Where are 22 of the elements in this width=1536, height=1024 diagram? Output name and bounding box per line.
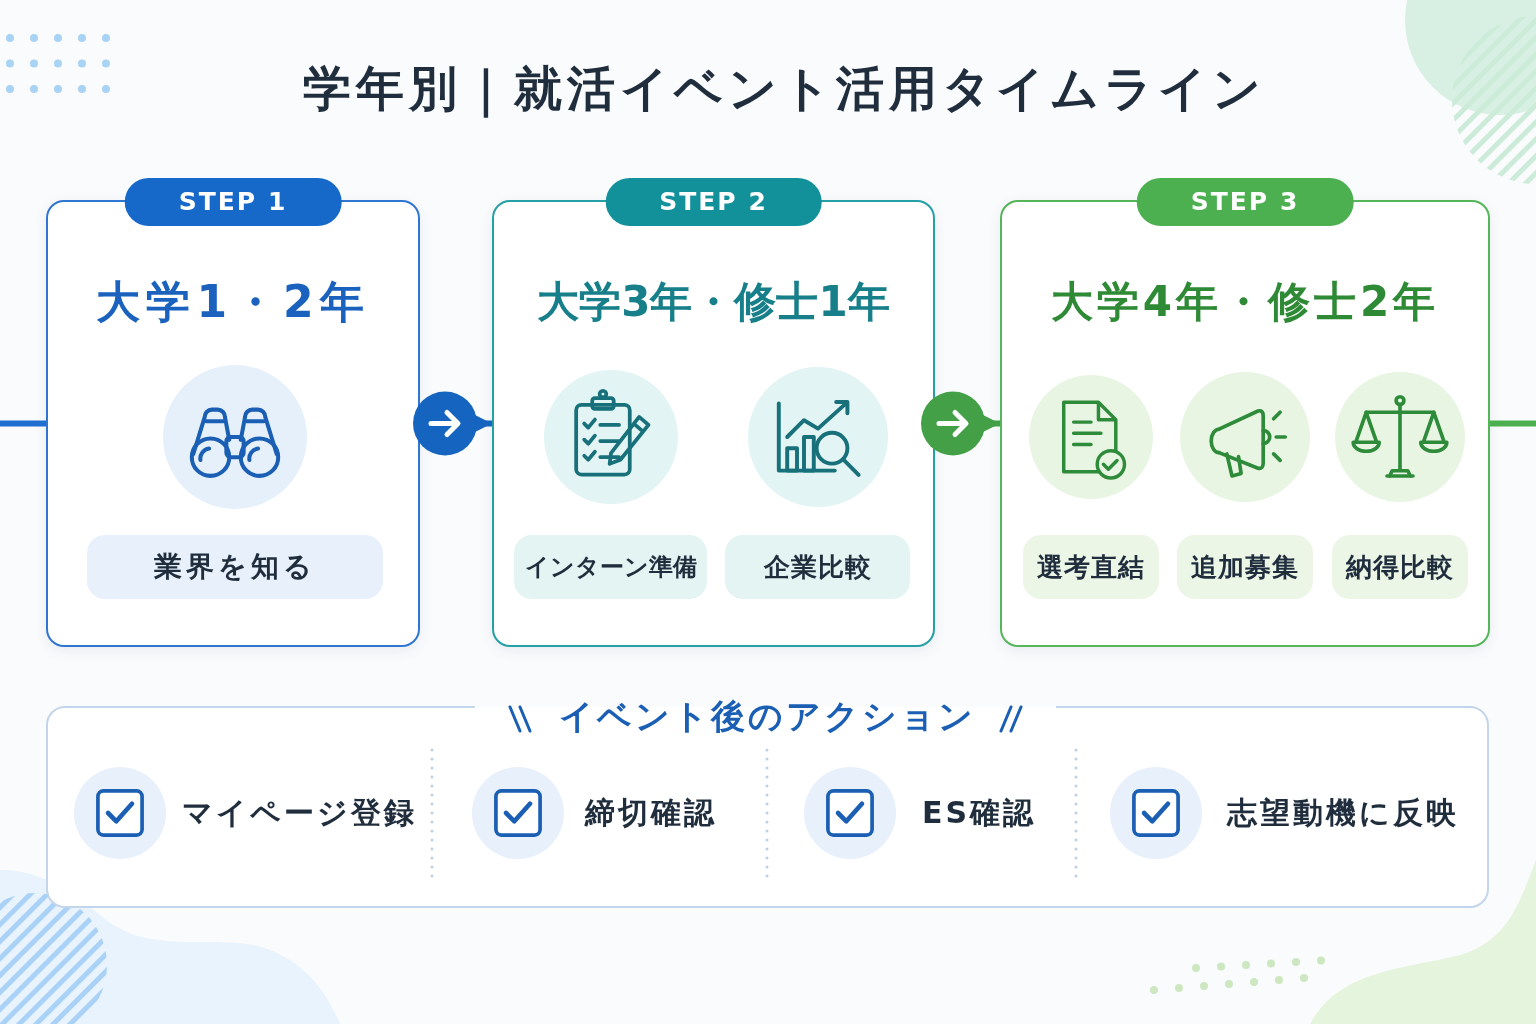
- connector-line: [0, 420, 46, 427]
- step-badge: STEP 2: [605, 178, 822, 226]
- panel-heading: イベント後のアクション: [559, 695, 976, 738]
- arrow: [410, 389, 495, 458]
- grade-heading: 大学3年・修士1年: [537, 276, 890, 328]
- topic-tag: 業界を知る: [87, 535, 383, 599]
- action-text: ES確認: [922, 794, 1037, 832]
- grade-heading: 大学1・2年: [96, 275, 370, 329]
- topic-tag: 納得比較: [1332, 535, 1468, 599]
- connector-line: [1490, 420, 1536, 427]
- grade-heading: 大学4年・修士2年: [1050, 276, 1440, 328]
- action-text: 志望動機に反映: [1227, 794, 1459, 832]
- action-text: マイページ登録: [182, 794, 417, 832]
- action-text: 締切確認: [585, 794, 717, 832]
- page-title: 学年別｜就活イベント活用タイムライン: [302, 59, 1266, 118]
- topic-tag: インターン準備: [514, 535, 707, 599]
- topic-tag: 追加募集: [1177, 535, 1313, 599]
- step-badge: STEP 3: [1136, 178, 1354, 226]
- topic-tag: 選考直結: [1023, 535, 1159, 599]
- step-badge: STEP 1: [124, 178, 342, 226]
- topic-tag: 企業比較: [725, 535, 910, 599]
- arrow: [918, 389, 1003, 458]
